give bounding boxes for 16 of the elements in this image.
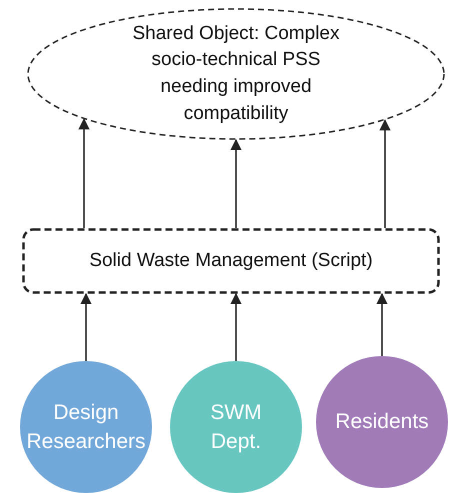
dashed-rounded-box [22, 228, 440, 294]
node-label: Design Researchers [25, 400, 147, 455]
node-label: Solid Waste Management (Script) [89, 248, 373, 273]
dashed-ellipse [27, 8, 445, 140]
arrow [78, 118, 90, 228]
arrow [230, 292, 242, 361]
arrow [230, 138, 242, 228]
arrow [80, 292, 92, 361]
node-label: SWM Dept. [209, 400, 263, 455]
arrow [376, 292, 388, 356]
node-label: Residents [335, 409, 429, 436]
actor-circle [316, 356, 448, 488]
arrow [379, 119, 391, 228]
actor-circle [170, 361, 302, 493]
actor-circle [20, 361, 152, 493]
node-label: Shared Object: Complex socio-technical PSS needing improved compatibility [132, 22, 340, 126]
